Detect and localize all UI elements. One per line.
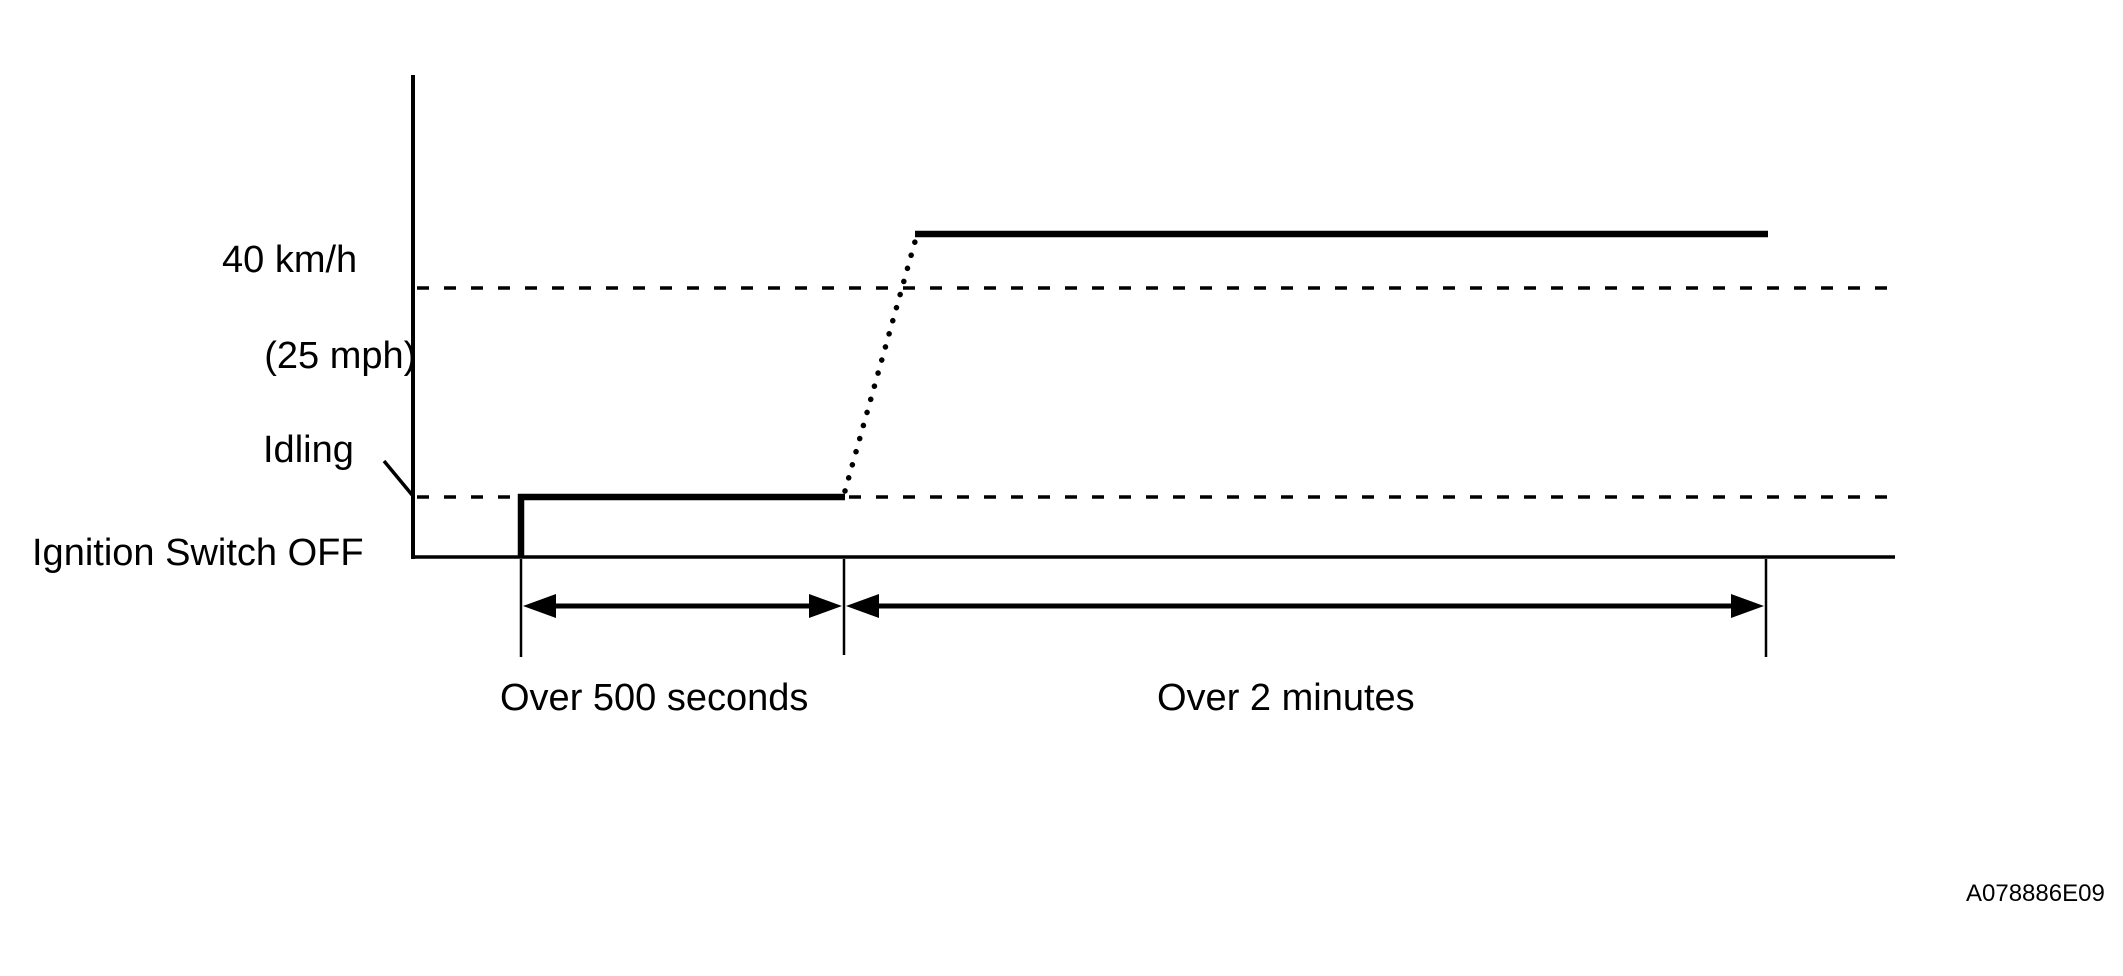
dimension-arrow-500-seconds: [523, 594, 842, 618]
speed-threshold-line1: 40 km/h: [222, 239, 358, 281]
arrowhead-right-icon: [1731, 594, 1764, 618]
idling-leader-line: [382, 459, 415, 498]
speed-threshold-label: 40 km/h (25 mph): [222, 236, 416, 428]
axes: [411, 75, 1895, 559]
acceleration-dotted-segment: [842, 235, 919, 494]
figure-code: A078886E09: [1966, 880, 2105, 907]
ignition-switch-off-label: Ignition Switch OFF: [32, 532, 364, 574]
dimension-arrow-2-minutes: [846, 594, 1764, 618]
extension-lines: [519, 559, 1768, 657]
duration-label-500-seconds: Over 500 seconds: [500, 677, 809, 719]
idling-plateau-segment: [517, 493, 845, 558]
arrowhead-left-icon: [846, 594, 879, 618]
idling-label: Idling: [263, 429, 354, 471]
speed-trace: [517, 230, 1768, 558]
arrowhead-right-icon: [809, 594, 842, 618]
duration-label-2-minutes: Over 2 minutes: [1157, 677, 1415, 719]
speed-threshold-line2: (25 mph): [264, 335, 417, 377]
reference-lines: [417, 286, 1893, 499]
arrowhead-left-icon: [523, 594, 556, 618]
